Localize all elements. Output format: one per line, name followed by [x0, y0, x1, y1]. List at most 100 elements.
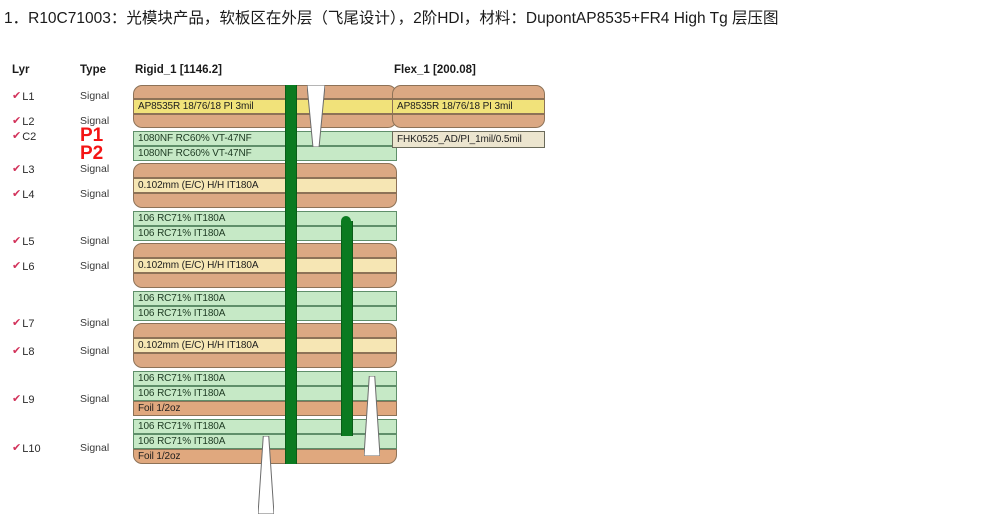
layer-name-label: L4 — [22, 189, 35, 201]
stackup-band[interactable]: 106 RC71% IT180A — [133, 291, 397, 306]
stackup-band[interactable]: FHK0525_AD/PI_1mil/0.5mil — [392, 131, 545, 148]
check-icon[interactable]: ✔ — [12, 163, 22, 175]
stackup-band[interactable]: 106 RC71% IT180A — [133, 306, 397, 321]
layer-type-label: Signal — [80, 442, 110, 454]
layer-type-label: Signal — [80, 163, 110, 175]
layer-name-l1: ✔L1 — [12, 90, 34, 103]
layer-name-label: L3 — [22, 164, 35, 176]
layer-name-label: L1 — [22, 91, 35, 103]
stackup-band[interactable] — [133, 323, 397, 338]
layer-row[interactable]: ✔L5 Signal — [0, 235, 130, 249]
band-label: 1080NF RC60% VT-47NF — [138, 132, 252, 144]
check-icon[interactable]: ✔ — [12, 115, 22, 127]
stackup-band[interactable] — [133, 273, 397, 288]
layer-type-label: Signal — [80, 188, 110, 200]
stackup-band[interactable]: 1080NF RC60% VT-47NF — [133, 131, 397, 146]
layer-name-l4: ✔L4 — [12, 188, 34, 201]
layer-row[interactable]: ✔C2 P1 — [0, 125, 130, 146]
stackup-band[interactable]: AP8535R 18/76/18 PI 3mil — [392, 99, 545, 114]
stackup-band[interactable] — [133, 193, 397, 208]
stackup-band[interactable]: 106 RC71% IT180A — [133, 211, 397, 226]
stackup-band[interactable] — [133, 114, 397, 128]
layer-type-label: Signal — [80, 235, 110, 247]
layer-name-l9: ✔L9 — [12, 393, 34, 406]
band-label: 0.102mm (E/C) H/H IT180A — [138, 259, 259, 271]
stackup-band[interactable]: 0.102mm (E/C) H/H IT180A — [133, 338, 397, 353]
layer-name-label: L5 — [22, 236, 35, 248]
layer-name-label: L8 — [22, 346, 35, 358]
stackup-band[interactable] — [133, 243, 397, 258]
check-icon[interactable]: ✔ — [12, 130, 22, 142]
stackup-band[interactable]: 106 RC71% IT180A — [133, 386, 397, 401]
stackup-band[interactable]: 106 RC71% IT180A — [133, 371, 397, 386]
band-label: 1080NF RC60% VT-47NF — [138, 147, 252, 159]
band-label: FHK0525_AD/PI_1mil/0.5mil — [397, 133, 522, 145]
layer-row[interactable]: ✔L3 Signal — [0, 163, 130, 177]
column-header-flex: Flex_1 [200.08] — [394, 64, 476, 76]
layer-row[interactable]: ✔L10 Signal — [0, 442, 130, 456]
stackup-band[interactable]: Foil 1/2oz — [133, 401, 397, 416]
band-label: 0.102mm (E/C) H/H IT180A — [138, 179, 259, 191]
stackup-band[interactable]: 106 RC71% IT180A — [133, 226, 397, 241]
layer-type-label: Signal — [80, 317, 110, 329]
column-header-rigid: Rigid_1 [1146.2] — [135, 64, 222, 76]
stackup-band[interactable] — [392, 85, 545, 99]
plane-label: P2 — [80, 143, 104, 164]
band-label: Foil 1/2oz — [138, 402, 181, 414]
layer-name-label: L7 — [22, 318, 35, 330]
buried-via-cap — [341, 216, 351, 226]
check-icon[interactable]: ✔ — [12, 393, 22, 405]
stackup-diagram: Lyr Type Rigid_1 [1146.2] Flex_1 [200.08… — [0, 58, 1000, 515]
band-label: 106 RC71% IT180A — [138, 435, 226, 447]
layer-row[interactable]: ✔L7 Signal — [0, 317, 130, 331]
stackup-band[interactable] — [133, 163, 397, 178]
rigid-panel: AP8535R 18/76/18 PI 3mil 1080NF RC60% VT-… — [133, 58, 397, 464]
check-icon[interactable]: ✔ — [12, 260, 22, 272]
check-icon[interactable]: ✔ — [12, 345, 22, 357]
layer-name-label: L6 — [22, 261, 35, 273]
layer-type-label: Signal — [80, 345, 110, 357]
check-icon[interactable]: ✔ — [12, 442, 22, 454]
buried-via[interactable] — [341, 221, 353, 436]
layer-type-label: Signal — [80, 115, 110, 127]
stackup-band[interactable]: 0.102mm (E/C) H/H IT180A — [133, 258, 397, 273]
band-label: Foil 1/2oz — [138, 450, 181, 462]
through-via[interactable] — [285, 85, 297, 464]
stackup-band[interactable] — [133, 353, 397, 368]
layer-name-label: C2 — [22, 131, 37, 143]
stackup-band[interactable]: 0.102mm (E/C) H/H IT180A — [133, 178, 397, 193]
band-label: 0.102mm (E/C) H/H IT180A — [138, 339, 259, 351]
check-icon[interactable]: ✔ — [12, 235, 22, 247]
stackup-band[interactable]: 1080NF RC60% VT-47NF — [133, 146, 397, 161]
layer-row[interactable]: ✔L4 Signal — [0, 188, 130, 202]
stackup-band[interactable] — [392, 114, 545, 128]
layer-name-l6: ✔L6 — [12, 260, 34, 273]
band-label: AP8535R 18/76/18 PI 3mil — [138, 100, 254, 112]
band-label: 106 RC71% IT180A — [138, 212, 226, 224]
column-header-type: Type — [80, 64, 106, 76]
check-icon[interactable]: ✔ — [12, 188, 22, 200]
layer-name-l10: ✔L10 — [12, 442, 41, 455]
check-icon[interactable]: ✔ — [12, 90, 22, 102]
band-label: 106 RC71% IT180A — [138, 292, 226, 304]
laser-drill-bottom-left[interactable] — [257, 435, 275, 515]
band-label: 106 RC71% IT180A — [138, 227, 226, 239]
column-header-lyr: Lyr — [12, 64, 30, 76]
check-icon[interactable]: ✔ — [12, 317, 22, 329]
page-title: 1．R10C71003：光模块产品，软板区在外层（飞尾设计），2阶HDI，材料：… — [4, 10, 779, 27]
laser-drill-bottom-right[interactable] — [363, 375, 381, 457]
layer-name-l5: ✔L5 — [12, 235, 34, 248]
stackup-band[interactable]: AP8535R 18/76/18 PI 3mil — [133, 99, 397, 114]
layer-name-l3: ✔L3 — [12, 163, 34, 176]
stackup-band[interactable] — [133, 85, 397, 99]
layer-row[interactable]: ✔L8 Signal — [0, 345, 130, 359]
layer-row[interactable]: P2 — [0, 143, 130, 164]
plane-label: P1 — [80, 125, 104, 146]
stackup-band[interactable]: 106 RC71% IT180A — [133, 419, 397, 434]
laser-drill-top[interactable] — [306, 84, 326, 148]
